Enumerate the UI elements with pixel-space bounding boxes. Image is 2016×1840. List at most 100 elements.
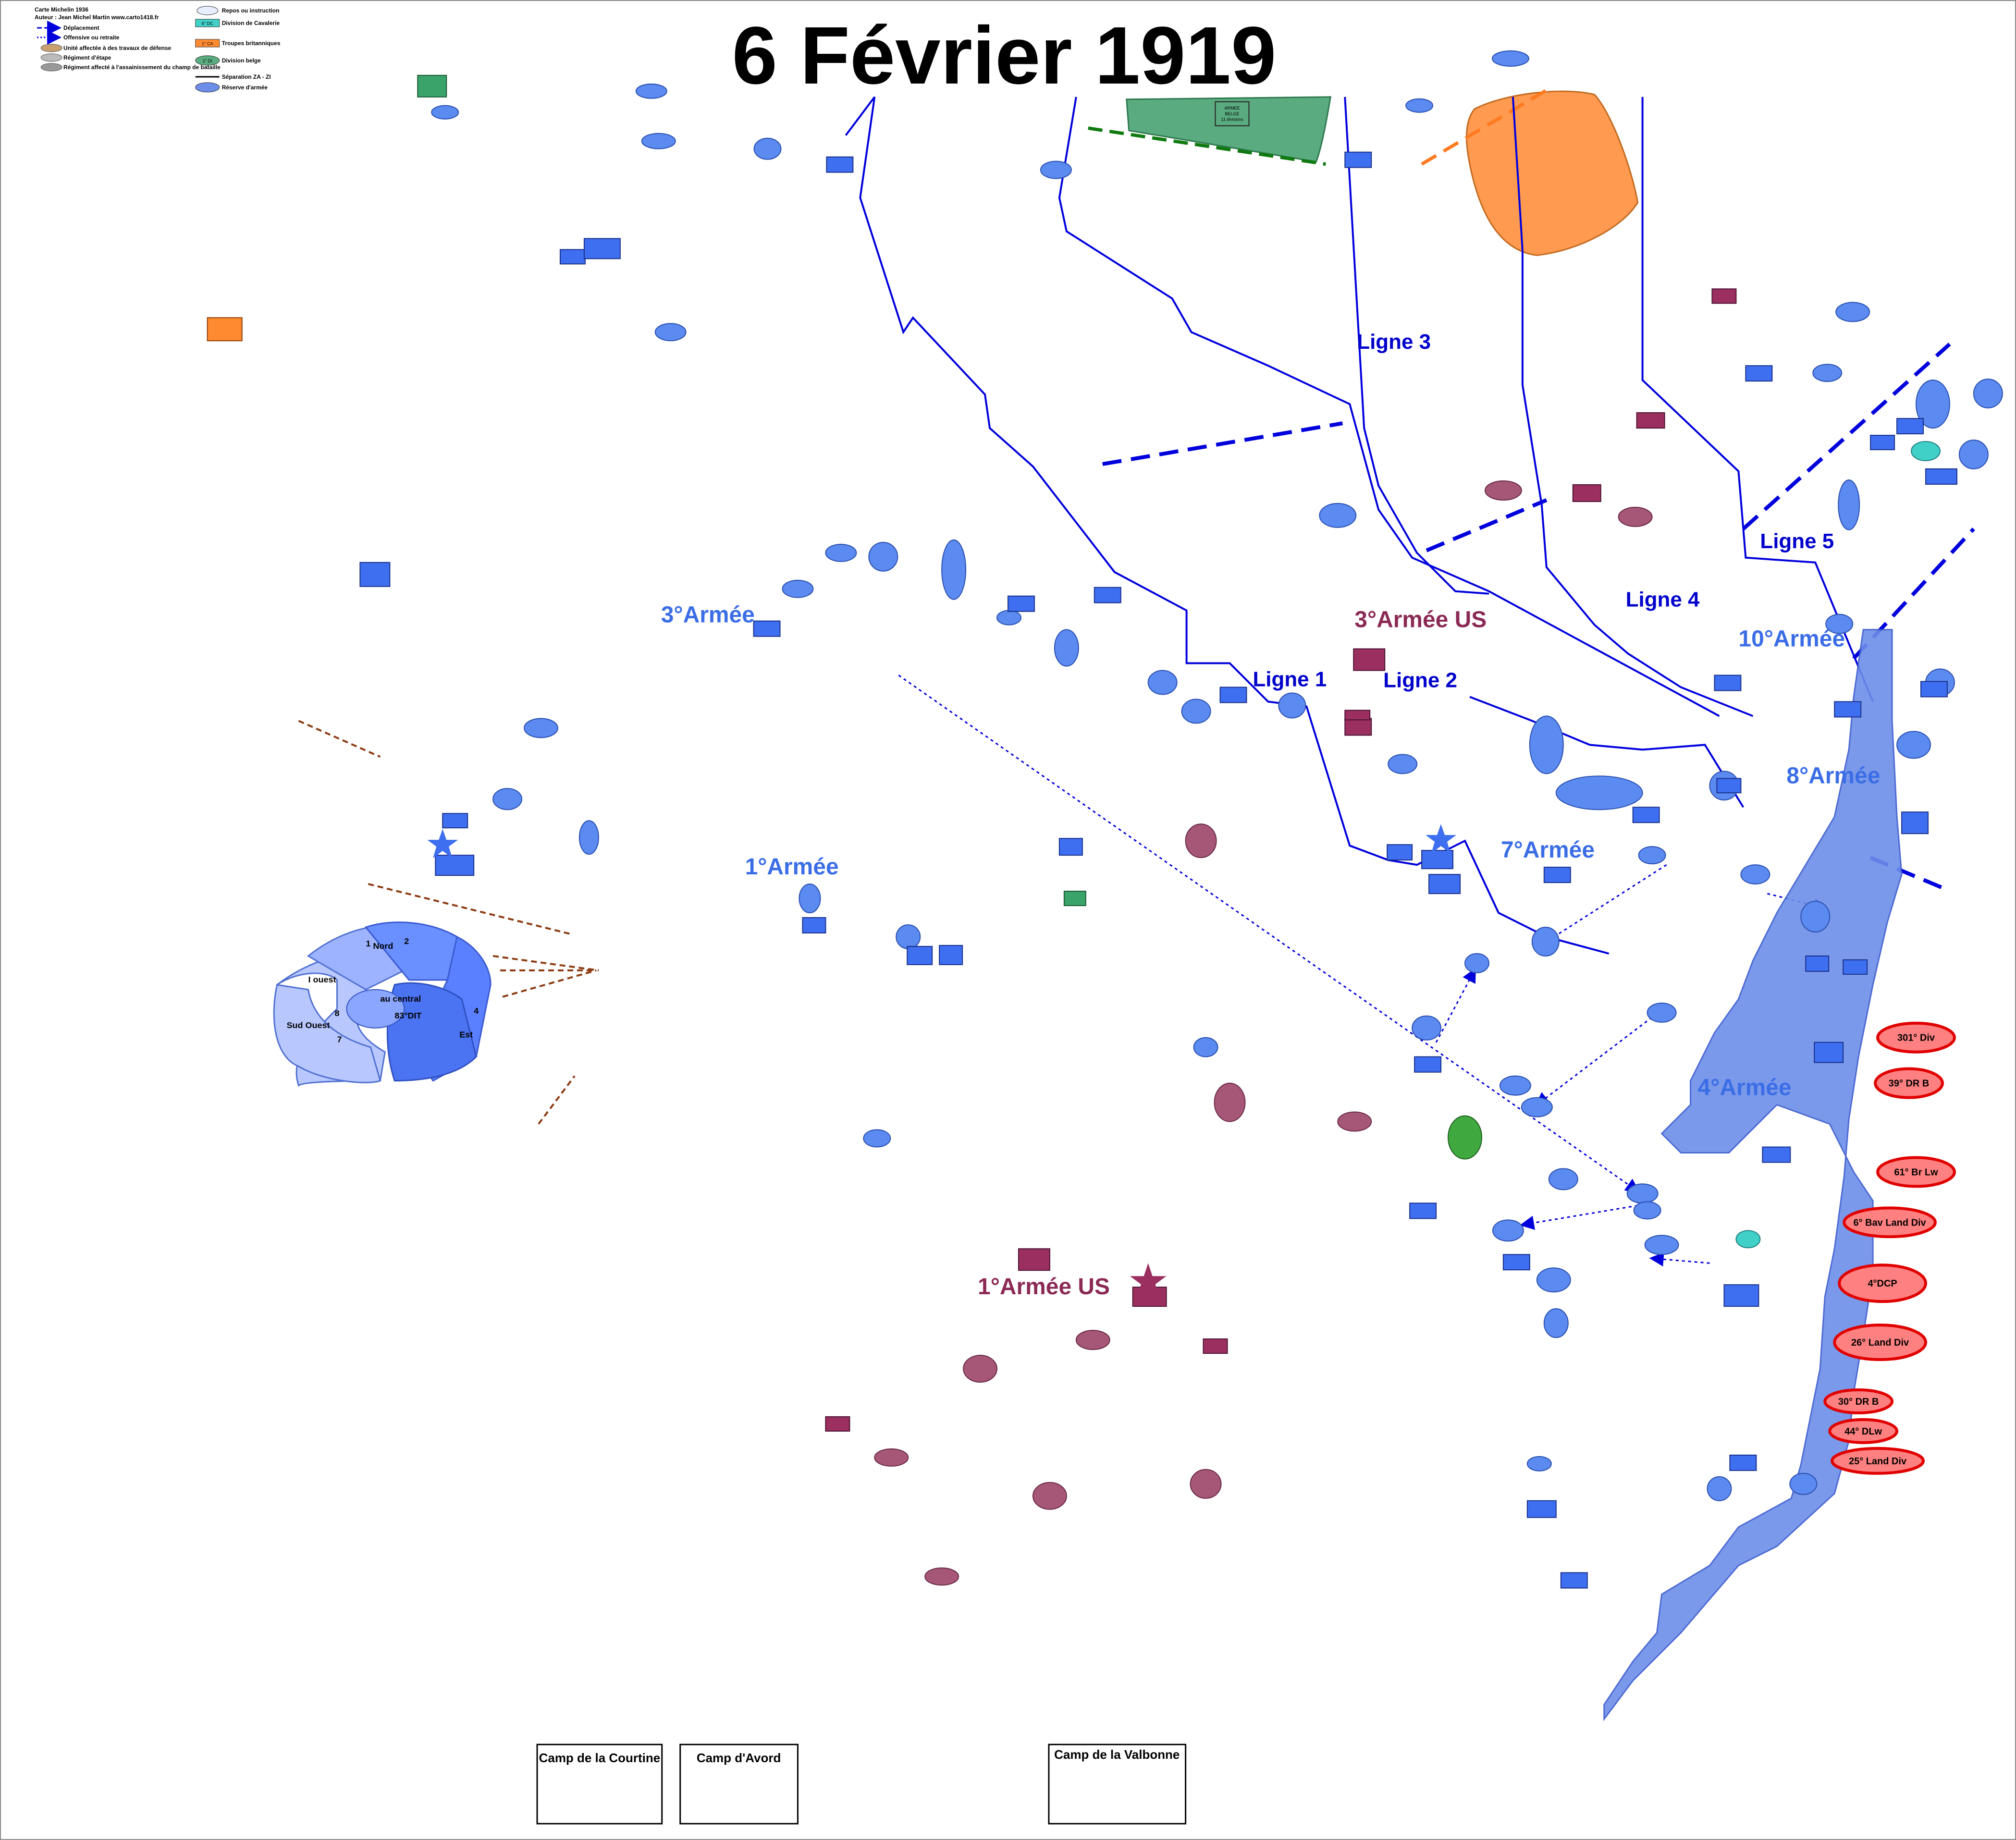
separation-line — [1469, 696, 1745, 808]
german-div-61brlw-label: 61° Br Lw — [1894, 1167, 1938, 1178]
eastern-front-zone — [1603, 629, 1903, 1721]
army-4-label: 4°Armée — [1697, 1075, 1791, 1101]
german-div-301-label: 301° Div — [1897, 1033, 1935, 1043]
grey-blob-dark-icon — [40, 63, 62, 72]
army-us-1-label: 1°Armée US — [978, 1274, 1110, 1300]
ligne-3-path — [1344, 97, 1489, 595]
german-div-39drb-label: 39° DR B — [1889, 1079, 1930, 1089]
german-div-26land-label: 26° Land Div — [1851, 1337, 1909, 1348]
legend-header-line1: Carte Michelin 1936 — [35, 6, 88, 13]
orange-rect-icon — [195, 39, 220, 48]
french-hq-stars — [427, 824, 1457, 859]
german-div-6bav — [1843, 1206, 1937, 1239]
camp-avord-box — [679, 1743, 799, 1825]
grey-blob-icon — [40, 53, 62, 62]
legend-item-britanniques: Troupes britanniques — [222, 40, 281, 47]
legend-item-deplacement: Déplacement — [63, 25, 99, 31]
sector-central: au central — [380, 994, 421, 1004]
belgian-army-line3: 11 divisions — [1221, 117, 1243, 122]
german-div-44dlw-label: 44° DLw — [1844, 1426, 1882, 1437]
british-hq — [207, 317, 243, 342]
cavalry-division-blob — [1911, 441, 1941, 461]
sector-8: 8 — [334, 1008, 339, 1018]
army-10-label: 10°Armée — [1738, 626, 1845, 652]
ligne-1-label: Ligne 1 — [1253, 668, 1327, 691]
army-3-label: 3°Armée — [661, 602, 755, 628]
paris-sector: 1 Nord 2 I ouest au central 83°DIT Sud O… — [273, 921, 492, 1087]
legend-item-belge: Division belge — [222, 57, 261, 64]
blue-blob-icon — [195, 82, 220, 93]
ligne-2-path — [1058, 97, 1720, 717]
camps: Camp de la Courtine Camp d'Avord Camp de… — [536, 1743, 1187, 1825]
us-reserve-units — [874, 480, 1653, 1586]
sector-est: Est — [459, 1030, 473, 1040]
camp-avord-label: Camp d'Avord — [697, 1751, 781, 1765]
legend-item-reserve: Réserve d'armée — [222, 84, 268, 91]
camp-courtine-box — [536, 1743, 663, 1825]
ligne-5-path — [1641, 97, 1874, 702]
legend-header-line2: Auteur : Jean Michel Martin www.carto141… — [35, 14, 159, 21]
french-reserve-units — [431, 50, 2003, 1501]
french-hq-markers — [359, 151, 1957, 1589]
map-title: 6 Février 1919 — [732, 10, 1277, 101]
cavalry-division-blob-2 — [1735, 1230, 1761, 1249]
light-blue-ellipse-icon — [197, 6, 219, 15]
german-div-44dlw — [1828, 1418, 1899, 1444]
legend-item-assainissement: Régiment affecté à l'assainissement du c… — [63, 64, 221, 71]
german-div-25land-label: 25° Land Div — [1849, 1456, 1907, 1467]
ligne-2-label: Ligne 2 — [1383, 669, 1457, 692]
german-div-25land — [1831, 1447, 1925, 1475]
legend-sample-ca: 1° CA — [202, 41, 213, 46]
legend-sample-dc: 6° DC — [202, 21, 214, 26]
sector-nord: Nord — [373, 941, 393, 951]
belgian-division-blob — [1448, 1115, 1482, 1160]
belgian-army-line1: ARMEE — [1225, 106, 1240, 110]
legend: Carte Michelin 1936 Auteur : Jean Michel… — [35, 6, 281, 93]
sector-4: 4 — [474, 1006, 479, 1016]
legend-item-separation: Séparation ZA - ZI — [222, 74, 271, 80]
legend-item-etape: Régiment d'étape — [63, 54, 111, 61]
german-div-30drb — [1823, 1388, 1894, 1414]
belgian-hq-2 — [1063, 891, 1086, 907]
sector-2: 2 — [404, 936, 409, 946]
sector-ouest: I ouest — [308, 975, 336, 984]
german-div-61brlw — [1876, 1156, 1956, 1188]
belgian-army-line2: BELGE — [1225, 111, 1240, 116]
camp-valbonne-label: Camp de la Valbonne — [1054, 1747, 1180, 1762]
brown-blob-icon — [40, 44, 62, 52]
defense-work-lines — [298, 720, 599, 1125]
german-div-4dcp — [1838, 1263, 1927, 1303]
german-divisions: 301° Div 39° DR B 61° Br Lw 6° Bav Land … — [1823, 1021, 1956, 1475]
sector-sud-ouest: Sud Ouest — [287, 1020, 330, 1030]
legend-item-cavalerie: Division de Cavalerie — [222, 20, 280, 26]
sector-7: 7 — [337, 1035, 342, 1044]
legend-item-offensive: Offensive ou retraite — [63, 34, 120, 41]
us-hq-markers — [825, 288, 1737, 1432]
defense-lines — [845, 96, 1874, 955]
german-div-4dcp-label: 4°DCP — [1868, 1278, 1897, 1289]
offensive-arrows — [898, 675, 1828, 1267]
german-div-6bav-label: 6° Bav Land Div — [1854, 1217, 1927, 1228]
german-div-39drb — [1874, 1067, 1944, 1099]
us-star-icon — [1130, 1263, 1167, 1298]
sector-1: 1 — [366, 939, 370, 948]
camp-valbonne-box — [1048, 1743, 1187, 1825]
british-zone — [1465, 90, 1639, 256]
ligne-4-label: Ligne 4 — [1626, 588, 1700, 612]
german-div-301 — [1876, 1021, 1956, 1054]
belgian-army-zone — [1126, 96, 1332, 163]
army-7-label: 7°Armée — [1501, 837, 1595, 863]
german-div-30drb-label: 30° DR B — [1838, 1397, 1879, 1407]
belgian-front-line — [1088, 126, 1326, 166]
german-div-26land — [1833, 1324, 1927, 1362]
camp-courtine-label: Camp de la Courtine — [539, 1751, 661, 1765]
ligne-4-path — [1512, 97, 1754, 717]
legend-item-travaux: Unité affectée à des travaux de défense — [63, 45, 172, 51]
ligne-5-label: Ligne 5 — [1760, 529, 1834, 553]
army-us-3-label: 3°Armée US — [1354, 607, 1487, 633]
legend-sample-di: 1° DI — [203, 59, 212, 63]
army-8-label: 8°Armée — [1786, 763, 1880, 788]
legend-item-repos: Repos ou instruction — [222, 7, 280, 14]
belgian-army-hq — [1215, 101, 1250, 126]
